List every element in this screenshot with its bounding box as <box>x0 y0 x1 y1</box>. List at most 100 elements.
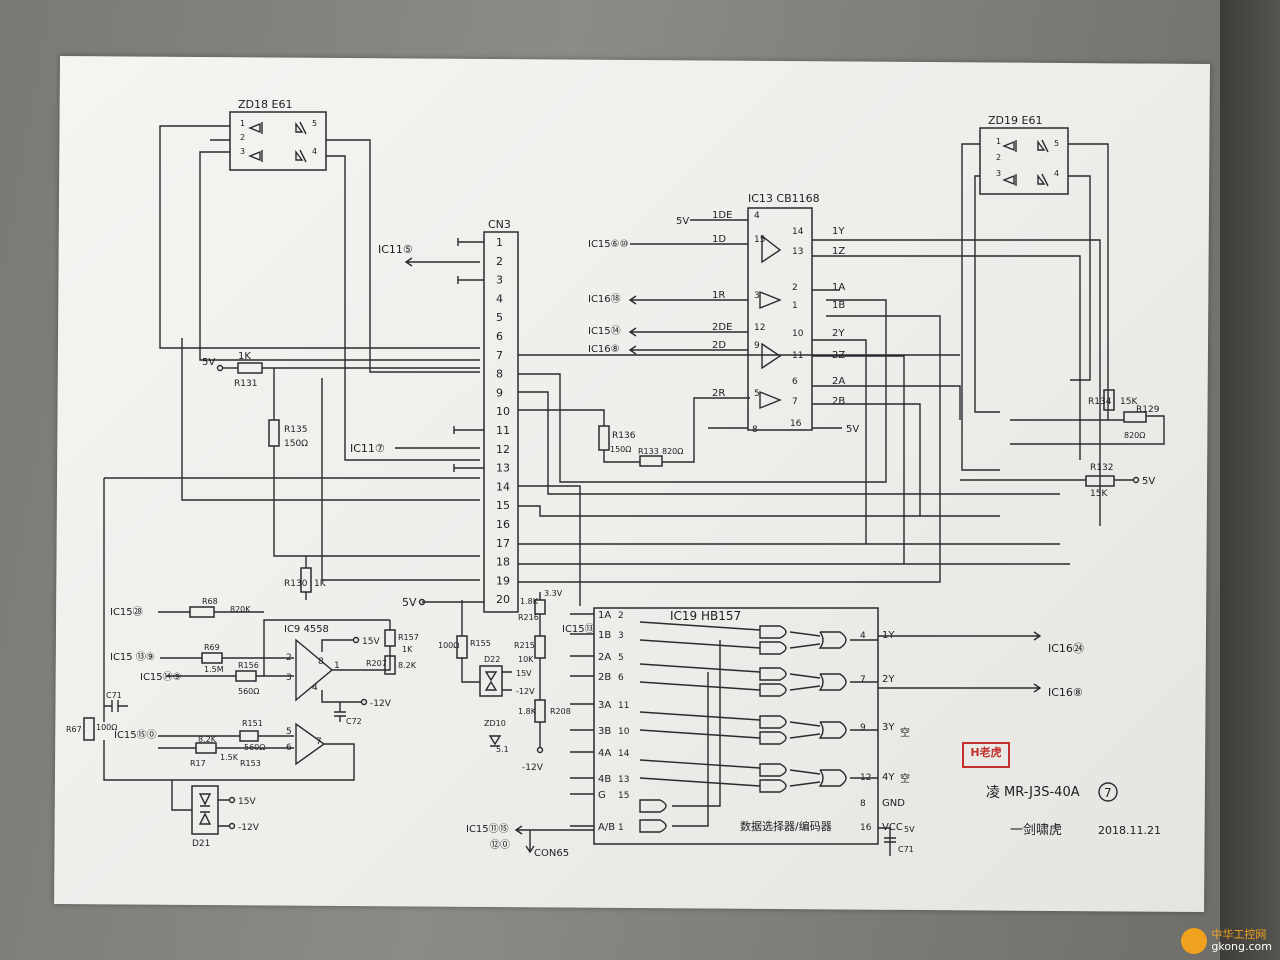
d21-body <box>191 785 219 835</box>
ic13-pin-1d: 1D <box>712 234 726 245</box>
title-sheet-circle <box>1098 782 1118 802</box>
r17-body <box>195 742 217 754</box>
title-date: 2018.11.21 <box>1098 824 1161 837</box>
zd18-pin-1: 1 <box>240 119 245 128</box>
ic19-4y-empty: 空 <box>900 772 910 785</box>
ic19-in-wires-3 <box>639 759 761 787</box>
ic9-pin-5: 5 <box>286 727 292 737</box>
ic19-pin-gnd: GND <box>882 798 905 809</box>
ic19-pin-4a: 4A <box>598 748 611 759</box>
ic19-pin-3b: 3B <box>598 726 611 737</box>
zd19-pin-4: 4 <box>1054 169 1059 178</box>
ic19-3y-empty: 空 <box>900 726 910 739</box>
ic19-pin-vcc: VCC <box>882 822 903 833</box>
zd18-diode-4 <box>295 149 307 163</box>
cn3-pin-8: 8 <box>496 368 503 381</box>
cn3-pin-15: 15 <box>496 499 510 512</box>
watermark-text: 中华工控网 gkong.com <box>1211 929 1272 953</box>
d22-diode-pair: D22 <box>479 655 503 697</box>
d21-diode-pair: D21 <box>191 785 219 849</box>
ic19-or-2 <box>818 721 847 739</box>
ic19-and-b-0 <box>759 641 787 655</box>
r69-body <box>201 652 223 664</box>
ic9-vcc-wire <box>321 639 354 652</box>
ic19-gate-wires-2 <box>789 721 878 739</box>
zd19-label: ZD19 E61 <box>988 114 1042 127</box>
ic13-num-right-5: 11 <box>792 351 803 361</box>
ic13-receiver-1 <box>759 290 782 310</box>
ic15-149-label: IC15⑭⑨ <box>140 671 182 683</box>
ic19-in-wires-2 <box>639 711 761 739</box>
ic19-and-b-3 <box>759 779 787 793</box>
zd19-pin-1: 1 <box>996 137 1001 146</box>
cn3-pin13-stub <box>453 464 484 472</box>
r68-ref: R68 <box>202 597 218 606</box>
ic13-num-right-6: 6 <box>792 377 798 387</box>
ic19-ic16-8: IC16⑧ <box>1048 686 1083 699</box>
c71-left-symbol <box>104 700 128 712</box>
r130-ref: R130 <box>284 579 308 589</box>
ic15-150-label: IC15⑮⓪ <box>114 729 157 741</box>
zd10-ref: ZD10 <box>484 719 506 728</box>
zd19-wire-3 <box>974 175 1000 413</box>
gkong-watermark: 中华工控网 gkong.com <box>1181 928 1272 954</box>
ic13-driver-2 <box>761 342 782 370</box>
r129-ref: R129 <box>1136 405 1160 415</box>
ic13-pin-1de: 1DE <box>712 210 732 221</box>
ic19-rnum-5: 16 <box>860 823 872 833</box>
r133-ref: R133 <box>638 447 659 456</box>
ic19-lnum-6: 14 <box>618 749 630 759</box>
ic13-num-left-4: 9 <box>754 341 760 351</box>
cn3-pin-5: 5 <box>496 311 503 324</box>
r208-gnd-node <box>536 746 544 754</box>
r135-ref: R135 <box>284 425 307 435</box>
r131-ref: R131 <box>234 379 257 389</box>
zd18-wire-5 <box>326 139 480 373</box>
r156-value: 560Ω <box>238 687 259 696</box>
r133-wire <box>662 397 750 463</box>
d21-ref: D21 <box>192 839 210 849</box>
ic19-ab-wire <box>514 825 594 835</box>
con65-label: CON65 <box>534 848 569 859</box>
ic19-lnum-4: 11 <box>618 701 629 711</box>
cn3-pin-7: 7 <box>496 349 503 362</box>
r207-value: 8.2K <box>398 661 417 670</box>
cn3-pin14-wire <box>518 485 581 606</box>
title-prefix: 凌 <box>986 785 1000 801</box>
r157-body <box>384 629 396 647</box>
ic19-and-b-2 <box>759 731 787 745</box>
r131-body <box>237 362 263 374</box>
ic13-1r-wire <box>628 295 748 305</box>
ic13-num-right-0: 14 <box>792 227 804 237</box>
r136-body <box>598 425 610 451</box>
ic19-or-3 <box>818 769 847 787</box>
ic9-opamp-b <box>295 722 326 766</box>
cn3-pin19-wire <box>518 315 941 583</box>
d22-15v: 15V <box>516 669 532 678</box>
cn3-body <box>483 231 519 613</box>
d22-m12v: -12V <box>516 687 535 696</box>
ic19-ic15-115: IC15⑪⑮ <box>466 823 509 835</box>
r132-5v-node <box>1132 476 1140 484</box>
ic9-opamp: IC9 4558 2 3 1 8 4 5 6 7 <box>284 624 340 766</box>
ic19-lnum-9: 1 <box>618 823 624 833</box>
zd19-array: ZD19 E61 1 2 3 4 5 <box>979 114 1069 195</box>
ic13-pin-1b: 1B <box>832 300 845 311</box>
cn3-pin-12: 12 <box>496 443 510 456</box>
ic9-out1-wire <box>332 646 391 671</box>
ic13-ic15-14: IC15⑭ <box>588 325 621 337</box>
r153-value: 1.5K <box>220 753 239 762</box>
r157-value: 1K <box>402 645 413 654</box>
zd19-diode-1 <box>1002 140 1017 152</box>
ic13-body <box>747 207 813 431</box>
ic13-num-left-1: 15 <box>754 235 765 245</box>
ic19-and-b-1 <box>759 683 787 697</box>
mid-ic15-13: IC15⑬ <box>562 623 595 635</box>
cn3-pin3-stub <box>457 276 484 284</box>
d22-body <box>479 665 503 697</box>
r67-ref: R67 <box>66 725 82 734</box>
zd18-wire-1 <box>159 125 480 349</box>
cn3-pin-2: 2 <box>496 255 503 268</box>
ic13-num-right-3: 1 <box>792 301 798 311</box>
